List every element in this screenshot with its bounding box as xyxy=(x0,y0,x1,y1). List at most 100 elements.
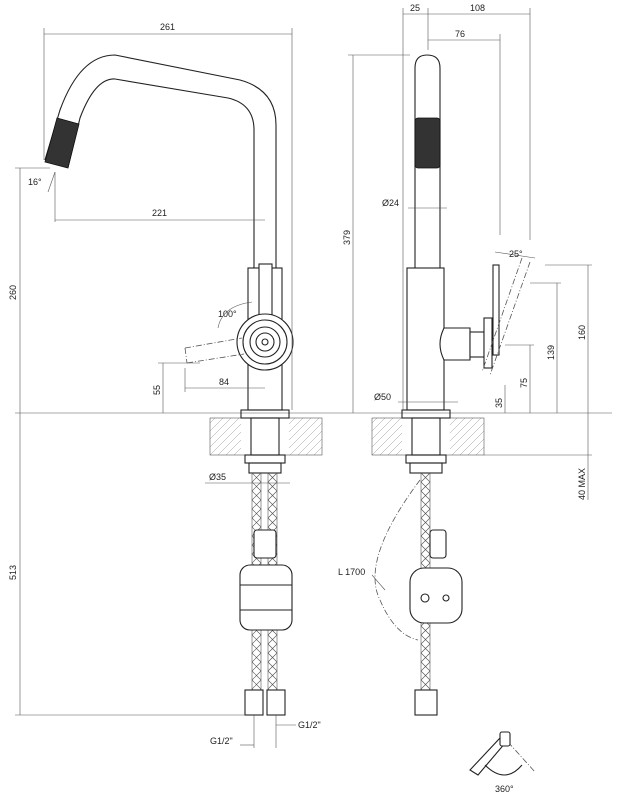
drawing-line xyxy=(420,652,431,663)
drawing-line xyxy=(420,634,431,645)
drawing-line xyxy=(420,670,431,681)
drawing-line xyxy=(251,652,262,663)
connector-left xyxy=(244,689,264,716)
dim-d35: Ø35 xyxy=(209,472,226,482)
drawing-line xyxy=(371,417,386,432)
dim-100deg: 100° xyxy=(218,309,237,319)
dim-16deg: 16° xyxy=(28,177,42,187)
drawing-line xyxy=(267,679,278,690)
dim-513: 513 xyxy=(8,565,18,580)
drawing-line xyxy=(420,490,431,501)
drawing-line xyxy=(251,517,262,528)
dim-35: 35 xyxy=(494,398,504,408)
dim-d24: Ø24 xyxy=(382,198,399,208)
drawing-line xyxy=(395,448,403,456)
lever-open-position xyxy=(184,337,245,364)
drawing-line xyxy=(251,643,262,654)
rotation-360-icon: 360° xyxy=(469,731,536,794)
drawing-line xyxy=(209,423,242,456)
connector-right xyxy=(266,689,286,716)
dim-l1700: L 1700 xyxy=(338,567,365,577)
spout-inner xyxy=(67,78,255,268)
drawing-line xyxy=(449,417,482,450)
drawing-line xyxy=(251,499,262,510)
drawing-line xyxy=(267,490,278,501)
drawing-line xyxy=(420,499,431,510)
dim-25: 25 xyxy=(410,3,420,13)
drawing-line xyxy=(420,643,431,654)
dim-139: 139 xyxy=(546,345,556,360)
lock-nut xyxy=(244,454,286,464)
drawing-line xyxy=(267,472,278,483)
drawing-line xyxy=(420,535,431,546)
drawing-line xyxy=(371,424,403,456)
drawing-line xyxy=(288,417,312,441)
drawing-line xyxy=(267,661,278,672)
dim-g12-left: G1/2" xyxy=(210,736,233,746)
body xyxy=(406,267,445,411)
drawing-line xyxy=(371,417,402,448)
base-plate xyxy=(401,409,451,419)
dim-260: 260 xyxy=(8,285,18,300)
handle-boss xyxy=(439,327,471,361)
drawing-line xyxy=(420,553,431,564)
dim-25deg: 25° xyxy=(509,249,523,259)
drawing-line xyxy=(251,670,262,681)
spray-head-grip xyxy=(414,117,441,169)
drawing-line xyxy=(371,417,378,424)
drawing-line xyxy=(467,438,485,456)
dim-261: 261 xyxy=(160,22,175,32)
dim-84: 84 xyxy=(219,377,229,387)
check-valve xyxy=(253,529,277,559)
drawing-line xyxy=(267,643,278,654)
drawing-line xyxy=(251,508,262,519)
lever-plate xyxy=(492,264,500,356)
drawing-line xyxy=(251,634,262,645)
drawing-line xyxy=(449,417,466,434)
drawing-line xyxy=(267,634,278,645)
drawing-line xyxy=(305,438,323,456)
drawing-line xyxy=(313,446,323,456)
drawing-line xyxy=(451,422,485,456)
drawing-line xyxy=(267,652,278,663)
drawing-line xyxy=(209,417,232,440)
rotation-label: 360° xyxy=(495,784,514,794)
dim-379: 379 xyxy=(342,230,352,245)
side-view: 25 108 76 Ø24 379 25° 160 139 75 35 Ø50 … xyxy=(338,3,592,716)
drawing-line xyxy=(251,472,262,483)
drawing-line xyxy=(420,544,431,555)
drawing-line xyxy=(267,499,278,510)
dim-55: 55 xyxy=(152,385,162,395)
dim-40max: 40 MAX xyxy=(577,468,587,500)
drawing-line xyxy=(288,417,320,449)
drawing-line xyxy=(267,517,278,528)
hose-weight xyxy=(409,567,463,624)
drawing-line xyxy=(420,625,431,636)
drawing-line xyxy=(420,508,431,519)
drawing-line xyxy=(251,490,262,501)
hose-weight xyxy=(239,564,293,631)
drawing-line xyxy=(209,417,224,432)
drawing-line xyxy=(209,417,240,448)
drawing-line xyxy=(297,430,323,456)
counter-hatching xyxy=(209,417,485,456)
drawing-line xyxy=(459,430,485,456)
drawing-line xyxy=(209,417,216,424)
drawing-line xyxy=(379,432,403,456)
dim-76: 76 xyxy=(455,29,465,39)
drawing-line xyxy=(251,679,262,690)
dim-108: 108 xyxy=(470,3,485,13)
drawing-line xyxy=(217,431,242,456)
lever-hub xyxy=(236,313,294,371)
drawing-line xyxy=(420,472,431,483)
dim-160: 160 xyxy=(577,325,587,340)
lever-open-position xyxy=(481,257,531,376)
drawing-line xyxy=(475,446,485,456)
drawing-line xyxy=(289,422,323,456)
spout-outer xyxy=(44,54,277,268)
drawing-line xyxy=(251,661,262,672)
spray-head-grip xyxy=(44,117,80,169)
dim-g12-right: G1/2" xyxy=(298,720,321,730)
front-view: 261 16° 221 260 100° 55 84 Ø35 513 G1/2"… xyxy=(8,22,321,748)
drawing-line xyxy=(371,417,394,440)
